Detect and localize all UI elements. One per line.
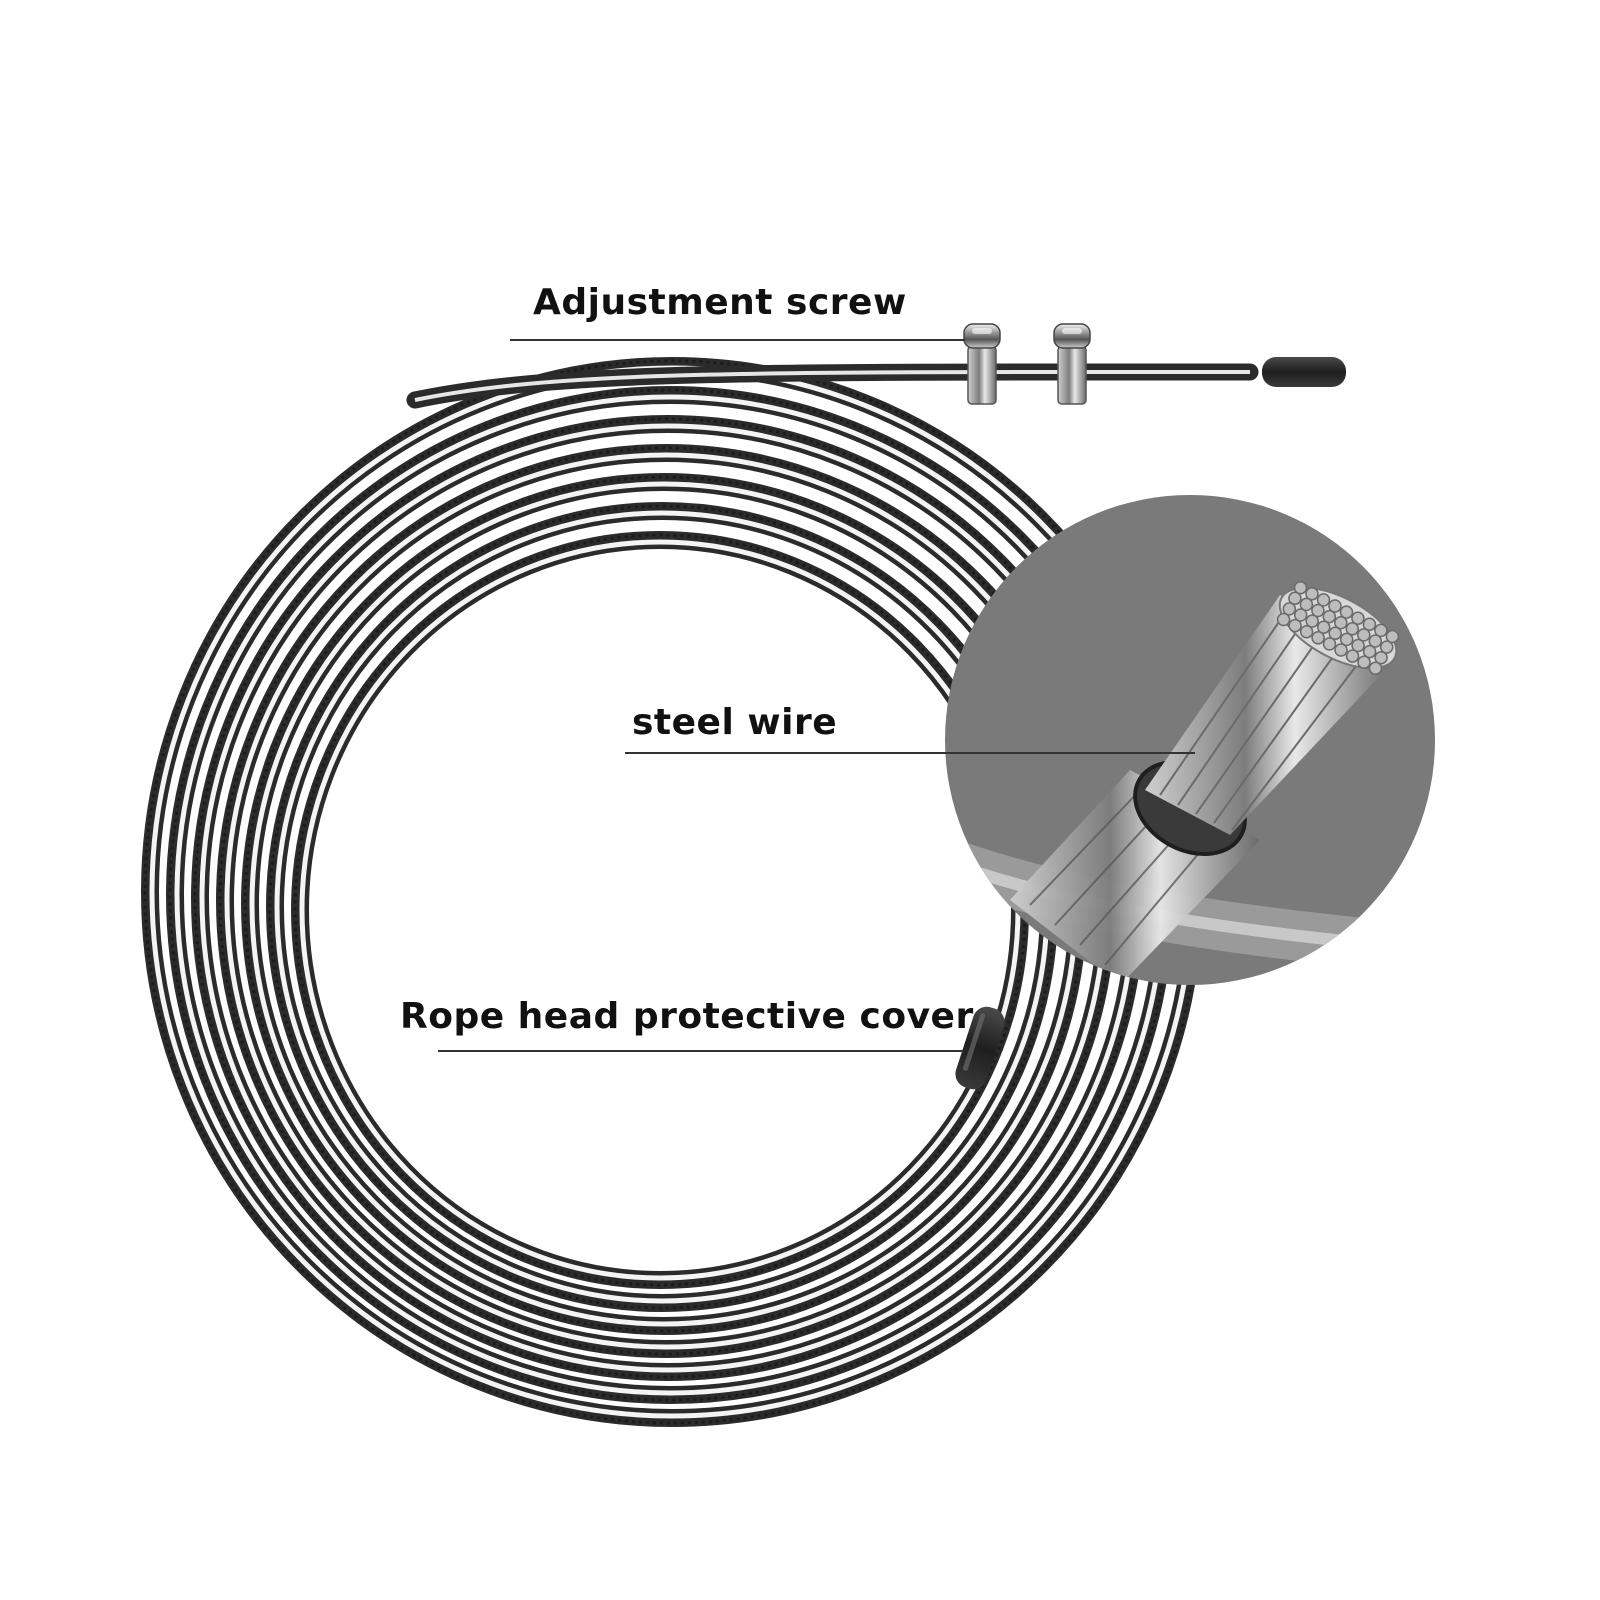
- strand-end: [1379, 640, 1394, 654]
- strand-end: [1288, 618, 1302, 633]
- strand-end: [1351, 638, 1365, 653]
- adjustment-screw-leader: [510, 339, 965, 341]
- strand-end: [1362, 644, 1377, 659]
- strand-end: [1305, 614, 1319, 628]
- rope-lead-highlight: [414, 369, 1251, 402]
- steel-wire-leader: [625, 752, 1195, 754]
- coil-ring: [191, 415, 1145, 1381]
- strand-end: [1299, 597, 1314, 612]
- strand-end: [1305, 587, 1319, 601]
- strand-end: [1351, 611, 1365, 625]
- adjustment-screw-label: Adjustment screw: [533, 282, 907, 323]
- adjustment-screw-2: [1053, 323, 1091, 405]
- strand-end: [1362, 617, 1377, 632]
- strand-end: [1322, 637, 1337, 651]
- strand-end: [1316, 593, 1331, 607]
- strand-end: [1328, 626, 1342, 641]
- strand-end: [1339, 605, 1354, 619]
- strand-end: [1276, 612, 1291, 627]
- strand-end: [1357, 655, 1371, 669]
- strand-end: [1288, 591, 1302, 606]
- strand-end: [1345, 622, 1360, 636]
- strand-end: [1339, 632, 1354, 647]
- strand-ends: [1276, 580, 1400, 676]
- strand-end: [1334, 643, 1348, 657]
- strand-end: [1385, 629, 1400, 644]
- strand-end: [1282, 602, 1297, 616]
- rope-end-cap-top: [1262, 357, 1346, 387]
- strand-end: [1293, 580, 1308, 595]
- strand-end: [1299, 624, 1314, 639]
- strand-end: [1311, 603, 1325, 618]
- strand-end: [1334, 615, 1348, 630]
- strand-end: [1368, 634, 1383, 648]
- strand-end: [1345, 649, 1360, 663]
- strand-end: [1328, 599, 1342, 613]
- strand-end: [1374, 650, 1388, 665]
- rope-head-cover-label: Rope head protective cover: [400, 996, 974, 1037]
- strand-end: [1357, 628, 1371, 642]
- strand-end: [1374, 623, 1388, 638]
- strand-end: [1322, 609, 1337, 624]
- steel-wire-label: steel wire: [632, 702, 838, 743]
- strand-end: [1368, 661, 1383, 676]
- rope-head-protective-cover-icon: [955, 1006, 1005, 1090]
- strand-end: [1311, 631, 1325, 645]
- strand-end: [1316, 620, 1331, 634]
- adjustment-screw-1: [963, 323, 1001, 405]
- rope-head-cover-leader: [438, 1050, 963, 1052]
- strand-end: [1293, 608, 1308, 622]
